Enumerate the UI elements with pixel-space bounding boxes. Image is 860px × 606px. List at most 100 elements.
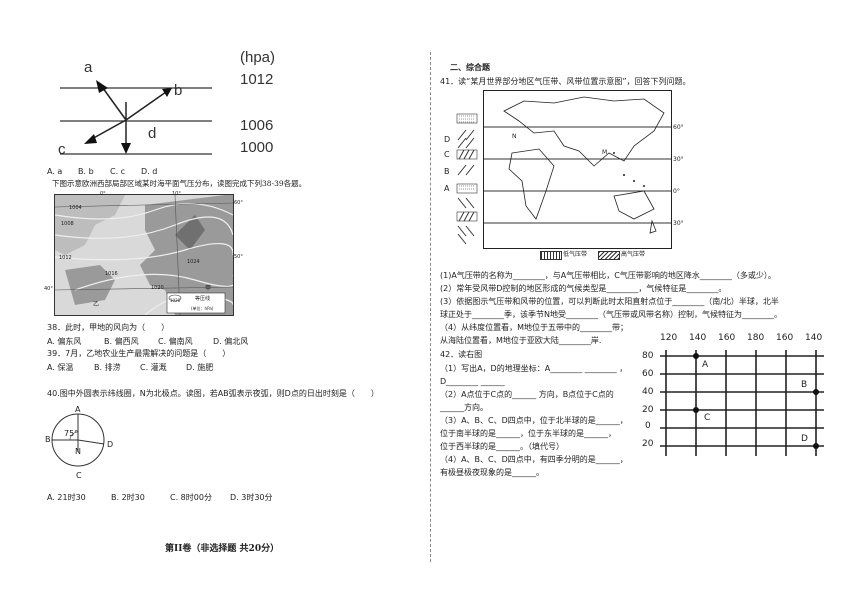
column-divider	[430, 52, 431, 562]
q38-option-c: C. 偏南风	[158, 337, 193, 346]
pressure-unit: (hpa)	[240, 49, 276, 66]
q42-line-5: （3）A、B、C、D四点中，位于北半球的是______，	[440, 416, 628, 425]
isobar-1012: 1012	[59, 255, 72, 261]
q40-option-a: A. 21时30	[47, 493, 86, 502]
place-jia: 甲	[205, 285, 212, 292]
intro-38-39: 下图示意欧洲西部局部区域某时海平面气压分布，读图完成下列38-39各题。	[52, 179, 307, 188]
legend-high-swatch	[598, 251, 620, 260]
pressure-lines	[60, 80, 212, 155]
world-lat-0: 0°	[673, 188, 680, 195]
belt-letter-a: A	[444, 184, 450, 193]
grid-left-40: 40	[642, 387, 654, 397]
belt-arrows	[456, 113, 478, 245]
q41-line-4: 球正处于________季，该季节N地受________（气压带或风带名称）控制…	[440, 310, 782, 319]
belt-letter-b: B	[444, 167, 450, 176]
europe-pressure-map: 1004 1008 1012 1016 1020 1024 甲 乙 1020 等…	[54, 194, 234, 316]
section2-title: 第II卷（非选择题 共20分）	[165, 544, 280, 554]
isobar-1016: 1016	[105, 271, 118, 277]
label-a: a	[84, 59, 93, 76]
isobar-1004: 1004	[69, 205, 82, 211]
q42-line-1: （1）写出A，D的地理坐标：A________ ________ ，	[440, 364, 628, 373]
legend-low-label: 低气压带	[563, 251, 588, 258]
map-point-m: M	[602, 149, 608, 156]
grid-label-d: D	[801, 434, 808, 444]
q42-line-9: 有极昼极夜现象的是______。	[440, 468, 544, 477]
pressure-level-1006: 1006	[240, 117, 274, 134]
circle-label-d: D	[107, 440, 114, 449]
grid-top-160a: 160	[718, 333, 736, 343]
grid-label-b: B	[801, 380, 808, 390]
map-point-n: N	[512, 133, 517, 140]
pressure-level-1012: 1012	[240, 71, 274, 88]
grid-point-d	[813, 443, 819, 449]
q38-option-b: B. 偏西风	[104, 337, 139, 346]
grid-label-c: C	[704, 413, 711, 423]
circle-label-b: B	[45, 435, 51, 444]
map-legend-title: 等压线	[195, 296, 211, 302]
q42-line-2: D________ ______	[440, 377, 505, 386]
grid-top-140a: 140	[689, 333, 707, 343]
pressure-level-1000: 1000	[240, 139, 274, 156]
q41-line-6: 从海陆位置看，M地位于亚欧大陆________岸.	[440, 336, 602, 345]
grid-left-0: 0	[645, 421, 651, 431]
map-lat-40: 40°	[44, 286, 53, 292]
belt-letter-d: D	[444, 135, 451, 144]
grid-point-a	[693, 353, 699, 359]
grid-left-80: 80	[642, 351, 654, 361]
isobar-1024: 1024	[187, 259, 200, 265]
latitude-circle	[51, 413, 105, 467]
legend-high-label: 高气压带	[621, 251, 646, 258]
map-legend-unit: (单位：hPa)	[191, 306, 214, 311]
section-heading: 二、综合题	[450, 63, 490, 72]
map-lat-50: 50°	[234, 254, 243, 260]
belt-letter-c: C	[444, 150, 450, 159]
circle-angle: 75°	[64, 429, 79, 438]
circle-label-n: N	[75, 447, 81, 456]
q41-line-2: (2）常年受风带D控制的地区形成的气候类型是________，气候特征是____…	[440, 284, 727, 293]
grid-top-160b: 160	[776, 333, 794, 343]
map-lon-0: 0°	[100, 191, 106, 197]
isobar-1020: 1020	[151, 285, 164, 291]
map-legend-value: 1020	[170, 298, 181, 303]
grid-left-60: 60	[642, 369, 654, 379]
label-b: b	[174, 82, 183, 99]
q38-option-a: A. 偏东风	[47, 337, 82, 346]
grid-left-20a: 20	[642, 405, 654, 415]
q42-title: 42．读右图	[440, 350, 483, 359]
grid-top-180: 180	[747, 333, 765, 343]
q41-stem: 41．读“某月世界部分地区气压带、风带位置示意图”，回答下列问题。	[440, 77, 691, 86]
world-map-art	[484, 96, 671, 234]
q37-option-d: D. d	[141, 167, 158, 176]
q42-line-3: （2）A点位于C点的______ 方向，B点位于C点的	[440, 390, 614, 399]
isobar-1008: 1008	[61, 221, 74, 227]
grid-top-140b: 140	[805, 333, 823, 343]
q41-line-5: （4）从纬度位置看，M地位于五带中的________带；	[440, 323, 628, 332]
q37-option-c: C. c	[110, 167, 126, 176]
map-lat-60: 60°	[234, 200, 243, 206]
world-lat-30s: 30°	[673, 220, 684, 227]
label-d: d	[148, 125, 157, 142]
q40-option-b: B. 2时30	[111, 493, 145, 502]
circle-label-c: C	[76, 471, 82, 480]
grid-label-a: A	[702, 360, 709, 370]
q39-option-b: B. 排涝	[94, 363, 121, 372]
grid-left-20b: 20	[642, 439, 654, 449]
circle-label-a: A	[75, 405, 81, 414]
q42-line-8: （4）A、B、C、D四点中，有四季分明的是______，	[440, 455, 628, 464]
q40-option-d: D. 3时30分	[230, 493, 273, 502]
grid-top-120: 120	[660, 333, 678, 343]
q39-option-d: D. 施肥	[186, 363, 214, 372]
map-lon-10: 10°	[172, 191, 181, 197]
q42-line-6: 位于南半球的是______，位于东半球的是______，	[440, 429, 616, 438]
q42-line-7: 位于西半球的是______。（填代号）	[440, 442, 564, 451]
q37-option-a: A. a	[47, 167, 63, 176]
q40-option-c: C. 8时00分	[170, 493, 212, 502]
q41-line-1: (1)A气压带的名称为________，与A气压带相比，C气压带影响的地区降水_…	[440, 271, 776, 280]
legend-low-swatch	[540, 251, 562, 260]
label-c: c	[58, 141, 66, 158]
q37-option-b: B. b	[78, 167, 94, 176]
grid-point-b	[813, 389, 819, 395]
q39-option-a: A. 保温	[47, 363, 74, 372]
grid-point-c	[693, 407, 699, 413]
